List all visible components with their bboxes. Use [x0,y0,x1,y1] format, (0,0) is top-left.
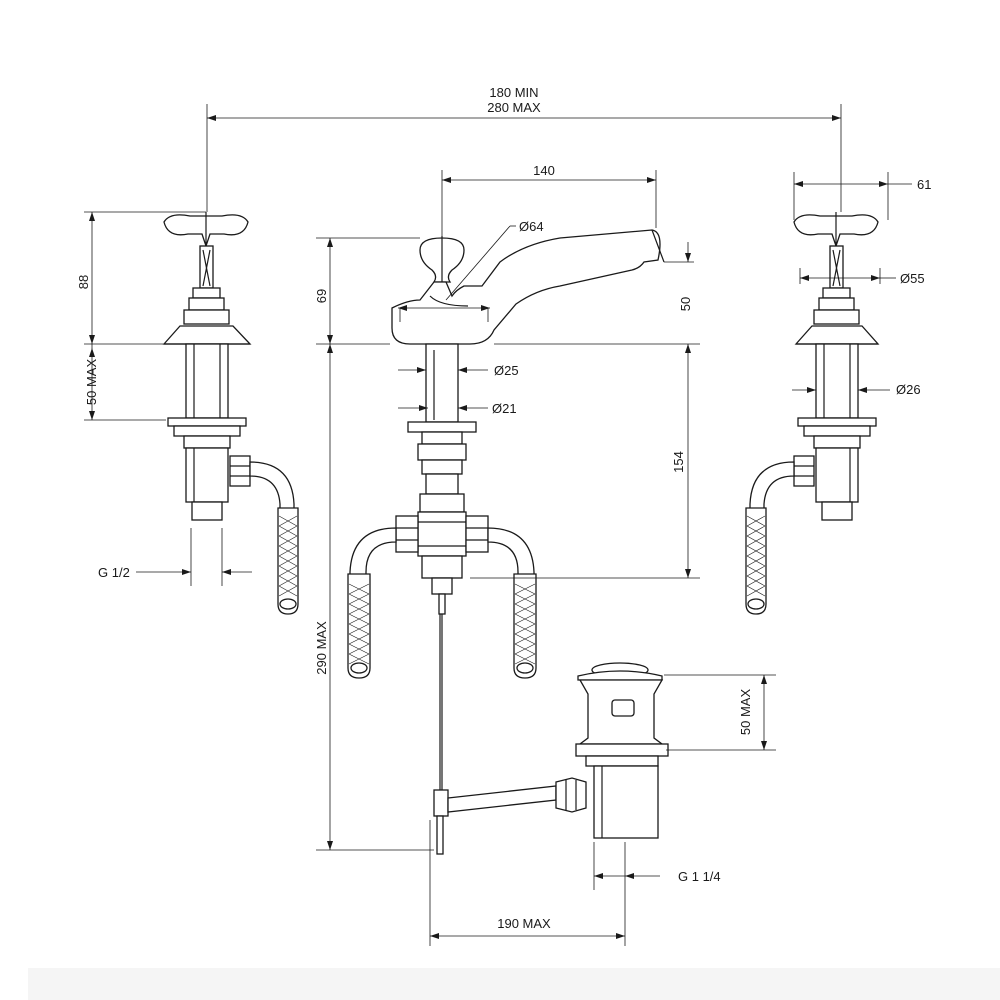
spout-assembly [347,229,665,855]
label-flange-diameter: Ø55 [900,271,925,286]
right-valve [745,212,880,615]
dimension-labels: 180 MIN 280 MAX 140 61 Ø64 Ø55 88 50 MAX… [76,85,931,931]
label-handle-width: 61 [917,177,931,192]
label-waste-thread: G 1 1/4 [678,869,721,884]
label-shank-inner: Ø21 [492,401,517,416]
label-valve-deck: 50 MAX [84,359,99,406]
left-valve [162,212,299,615]
label-spout-reach: 140 [533,163,555,178]
label-overall-max: 280 MAX [487,100,541,115]
label-waste-deck: 50 MAX [738,689,753,736]
label-valve-height: 88 [76,275,91,289]
dimension-lines [89,115,912,939]
label-body-diameter: Ø26 [896,382,921,397]
label-spout-height: 69 [314,289,329,303]
label-spout-outlet: 50 [678,297,693,311]
label-overall-min: 180 MIN [489,85,538,100]
label-rod-reach: 190 MAX [497,916,551,931]
label-inlet-thread: G 1/2 [98,565,130,580]
label-total-depth: 290 MAX [314,621,329,675]
label-below-deck: 154 [671,451,686,473]
pop-up-waste [555,662,669,839]
footer-band [28,968,1000,1000]
label-shank-outer: Ø25 [494,363,519,378]
label-lever-diameter: Ø64 [519,219,544,234]
